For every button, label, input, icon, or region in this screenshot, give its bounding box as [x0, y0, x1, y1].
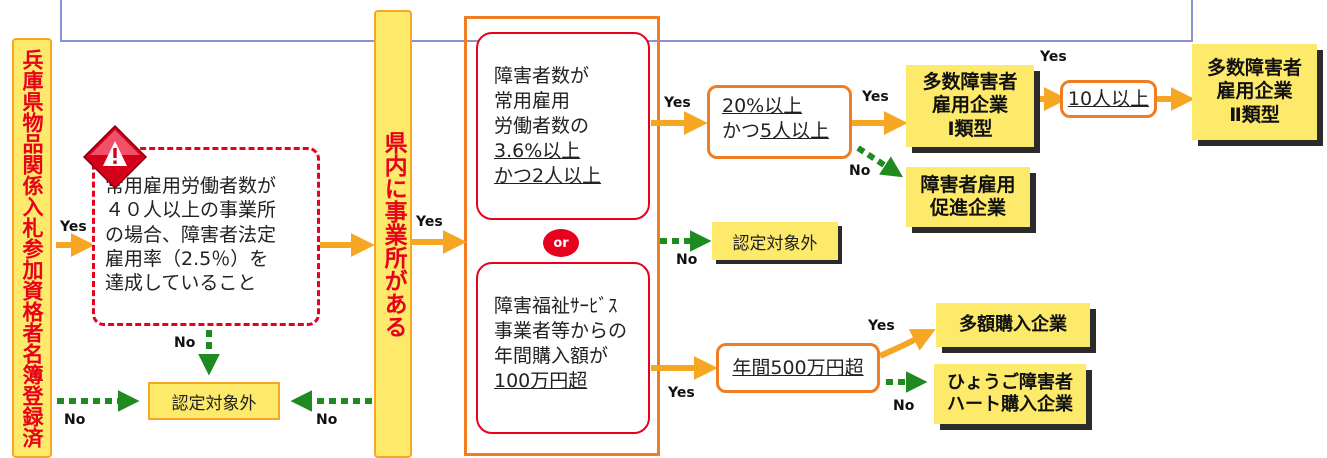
yes-label-criteria-b: Yes [668, 385, 695, 401]
criteria-a-line-1: 障害者数が [494, 65, 590, 87]
not-eligible-mid-label: 認定対象外 [732, 233, 818, 254]
in-prefecture-bar-label: 県内に事業所がある [380, 130, 407, 338]
result-type2-line-3: Ⅱ類型 [1229, 103, 1280, 126]
threshold-10-box: 10人以上 [1060, 80, 1157, 118]
result-promotion-line-1: 障害者雇用 [920, 173, 1016, 196]
result-type1: 多数障害者 雇用企業 Ⅰ類型 [906, 65, 1034, 147]
result-type1-line-3: Ⅰ類型 [947, 117, 993, 140]
yes-label-type1: Yes [1040, 49, 1067, 65]
condition-line-4: 雇用率（2.5％）を [105, 247, 269, 270]
result-promotion-line-2: 促進企業 [929, 197, 1006, 219]
yes-label-20: Yes [862, 89, 889, 105]
criteria-b-line-4: 100万円超 [494, 370, 588, 393]
threshold-20-line-2: かつ5人以上 [722, 119, 849, 144]
not-eligible-bottom: 認定対象外 [148, 382, 280, 420]
flow-connectors [56, 87, 1195, 412]
or-badge: or [543, 229, 579, 257]
result-large-purchase-label: 多額購入企業 [959, 314, 1067, 336]
in-prefecture-bar: 県内に事業所がある [374, 10, 412, 458]
criteria-a-line-5: かつ2人以上 [494, 165, 602, 188]
no-label-left: No [64, 412, 86, 428]
not-eligible-bottom-label: 認定対象外 [171, 393, 257, 414]
result-type1-line-1: 多数障害者 [922, 71, 1018, 94]
registered-bar-label: 兵庫県物品関係入札参加資格者名簿登録済 [20, 48, 45, 448]
yes-label-left: Yes [60, 219, 87, 235]
condition-box: 常用雇用労働者数が ４０人以上の事業所 の場合、障害者法定 雇用率（2.5％）を… [92, 147, 320, 326]
criteria-a-line-3: 労働者数の [494, 115, 590, 138]
result-heart-purchase: ひょうご障害者 ハート購入企業 [934, 364, 1086, 424]
result-large-purchase: 多額購入企業 [936, 303, 1090, 347]
threshold-20-box: 20%以上 かつ5人以上 [707, 85, 852, 159]
threshold-10-label: 10人以上 [1067, 87, 1150, 110]
result-type2-line-1: 多数障害者 [1206, 57, 1302, 80]
threshold-500-box: 年間500万円超 [716, 343, 880, 393]
result-type1-text: 多数障害者 雇用企業 Ⅰ類型 [922, 71, 1017, 141]
registered-bar: 兵庫県物品関係入札参加資格者名簿登録済 [12, 38, 52, 458]
threshold-20-line-2-prefix: かつ [722, 119, 761, 142]
yes-label-mid: Yes [416, 214, 443, 230]
result-type2-line-2: 雇用企業 [1216, 80, 1293, 103]
warning-icon [82, 124, 148, 190]
or-badge-label: or [553, 235, 569, 251]
not-eligible-mid: 認定対象外 [712, 222, 838, 260]
arrow-500-to-large [878, 329, 936, 359]
result-promotion-text: 障害者雇用 促進企業 [920, 174, 1015, 220]
condition-line-2: ４０人以上の事業所 [105, 199, 277, 222]
condition-line-3: の場合、障害者法定 [105, 223, 277, 246]
condition-line-1: 常用雇用労働者数が [105, 175, 277, 197]
no-label-condition: No [174, 335, 196, 351]
criteria-a-line-2: 常用雇用 [494, 90, 571, 113]
result-heart-line-2: ハート購入企業 [947, 394, 1073, 415]
no-label-criteria: No [676, 252, 698, 268]
threshold-500-label: 年間500万円超 [732, 356, 864, 379]
yes-label-criteria-a: Yes [664, 95, 691, 111]
criteria-b-line-1: 障害福祉ｻｰﾋﾞｽ [494, 295, 618, 317]
criteria-a-line-4: 3.6%以上 [494, 140, 581, 163]
no-label-mid: No [316, 412, 338, 428]
result-type2-text: 多数障害者 雇用企業 Ⅱ類型 [1207, 57, 1302, 127]
threshold-20-line-1: 20%以上 [722, 95, 803, 117]
result-type2: 多数障害者 雇用企業 Ⅱ類型 [1192, 44, 1317, 140]
result-promotion: 障害者雇用 促進企業 [906, 167, 1030, 227]
result-heart-line-1: ひょうご障害者 [947, 372, 1073, 394]
criteria-b-line-3: 年間購入額が [494, 345, 609, 368]
result-type1-line-2: 雇用企業 [931, 94, 1008, 117]
result-heart-text: ひょうご障害者 ハート購入企業 [947, 372, 1073, 416]
threshold-20-line-2-underlined: 5人以上 [760, 119, 830, 142]
yes-label-500: Yes [868, 318, 895, 334]
no-label-500: No [893, 398, 915, 414]
criteria-purchase-box: 障害福祉ｻｰﾋﾞｽ 事業者等からの 年間購入額が 100万円超 [476, 262, 650, 434]
no-label-20: No [849, 163, 871, 179]
criteria-employment-box: 障害者数が 常用雇用 労働者数の 3.6%以上 かつ2人以上 [476, 32, 650, 220]
condition-line-5: 達成していること [105, 272, 257, 295]
criteria-b-line-2: 事業者等からの [494, 320, 628, 343]
dotted-20-no [856, 145, 904, 178]
